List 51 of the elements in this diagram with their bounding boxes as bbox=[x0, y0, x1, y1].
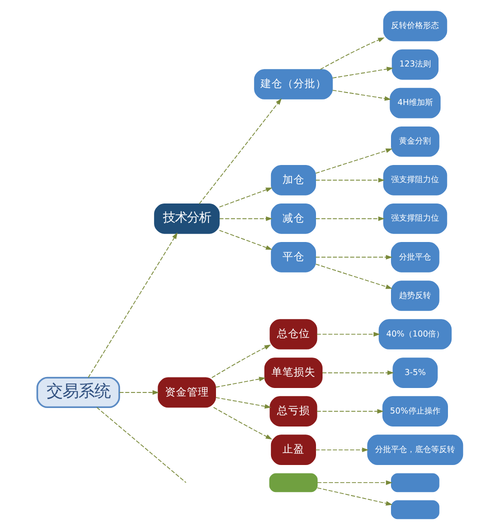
node-box bbox=[391, 473, 440, 492]
arrow bbox=[315, 254, 392, 260]
node-box: 建仓（分批） bbox=[254, 69, 333, 100]
node-box: 总仓位 bbox=[270, 319, 318, 350]
arrow bbox=[316, 409, 384, 414]
node-box: 单笔损失 bbox=[264, 358, 323, 388]
node-box: 趋势反转 bbox=[391, 280, 440, 311]
arrow bbox=[322, 370, 394, 376]
arrow bbox=[119, 390, 160, 395]
node-box bbox=[391, 500, 440, 520]
node-box: 资金管理 bbox=[158, 377, 216, 408]
node-box: 总亏损 bbox=[270, 396, 318, 426]
arrow bbox=[219, 230, 272, 250]
arrow bbox=[215, 376, 266, 388]
node-box: 40%（100倍） bbox=[378, 319, 452, 350]
node-box: 平仓 bbox=[270, 242, 316, 272]
arrow bbox=[211, 344, 272, 378]
arrow bbox=[219, 216, 272, 221]
node-box: 3-5% bbox=[392, 358, 438, 388]
node-box: 50%停止操作 bbox=[382, 396, 448, 426]
arrow bbox=[315, 148, 392, 174]
arrow bbox=[88, 232, 178, 378]
arrow bbox=[215, 397, 272, 409]
arrow bbox=[317, 487, 392, 506]
node-box: 强支撑阻力位 bbox=[383, 204, 448, 234]
arrow bbox=[198, 98, 282, 204]
node-box: 技术分析 bbox=[154, 204, 220, 234]
arrow bbox=[219, 188, 272, 208]
node-box: 黄金分割 bbox=[391, 126, 440, 157]
arrow bbox=[332, 90, 392, 101]
arrow bbox=[316, 332, 380, 337]
node-box: 加仓 bbox=[270, 165, 316, 196]
node-box: 4H维加斯 bbox=[390, 88, 441, 118]
node-box: 交易系统 bbox=[36, 376, 120, 408]
arrow bbox=[332, 66, 394, 78]
connector bbox=[96, 406, 186, 484]
node-box: 强支撑阻力位 bbox=[383, 165, 448, 196]
node-box: 止盈 bbox=[270, 434, 316, 466]
node-box: 反转价格形态 bbox=[383, 10, 448, 42]
node-box: 123法则 bbox=[392, 49, 439, 80]
node-box: 分批平仓 bbox=[391, 242, 440, 272]
arrow bbox=[317, 480, 393, 485]
node-box: 分批平仓，底仓等反转 bbox=[367, 434, 464, 466]
arrow bbox=[315, 178, 385, 182]
arrow bbox=[315, 264, 392, 289]
node-box: 减仓 bbox=[270, 204, 316, 234]
node-box bbox=[269, 473, 318, 492]
arrow bbox=[213, 406, 272, 440]
arrow bbox=[315, 448, 369, 452]
arrow bbox=[320, 37, 385, 70]
arrow bbox=[315, 216, 385, 221]
